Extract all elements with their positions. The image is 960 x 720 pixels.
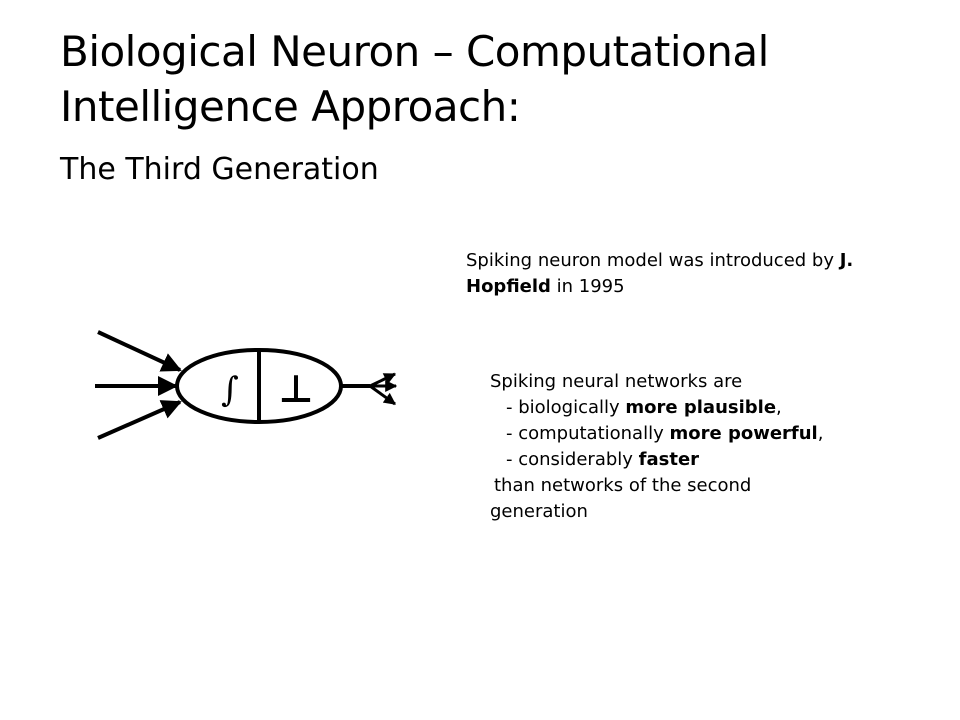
feature-item-faster: - considerably faster <box>490 447 910 473</box>
feature-item-suffix: , <box>817 423 824 444</box>
features-intro: Spiking neural networks are <box>490 371 743 392</box>
spiking-neuron-diagram: ∫ ⊥ <box>95 330 398 440</box>
spiking-model-note: Spiking neuron model was introduced by J… <box>466 248 886 300</box>
slide-title: Biological Neuron – Computational Intell… <box>60 24 920 134</box>
features-tail-line-1: than networks of the second <box>494 475 752 496</box>
feature-item-emphasis: faster <box>638 449 700 470</box>
feature-item-prefix: - considerably <box>506 449 639 470</box>
feature-item-emphasis: more plausible <box>625 397 777 418</box>
note-suffix: in 1995 <box>550 276 625 297</box>
feature-item-prefix: - biologically <box>506 397 626 418</box>
feature-item-powerful: - computationally more powerful, <box>490 421 910 447</box>
spiking-networks-features: Spiking neural networks are - biological… <box>490 369 910 525</box>
title-line-1: Biological Neuron – Computational <box>60 27 769 76</box>
feature-item-prefix: - computationally <box>506 423 670 444</box>
input-arrow-bottom <box>97 400 182 440</box>
title-line-2: Intelligence Approach: <box>60 82 521 131</box>
slide-subtitle: The Third Generation <box>60 152 379 187</box>
note-author: J. Hopfield <box>466 250 854 297</box>
note-prefix: Spiking neuron model was introduced by <box>466 250 840 271</box>
feature-item-suffix: , <box>776 397 782 418</box>
output-branch-top <box>369 372 397 388</box>
input-arrow-top <box>97 330 182 372</box>
threshold-symbol: ⊥ <box>279 367 314 411</box>
output-branch-bottom <box>369 384 396 406</box>
integral-symbol: ∫ <box>221 370 239 410</box>
features-tail-line-2: generation <box>490 501 588 522</box>
feature-item-emphasis: more powerful <box>669 423 818 444</box>
feature-item-plausible: - biologically more plausible, <box>490 395 910 421</box>
